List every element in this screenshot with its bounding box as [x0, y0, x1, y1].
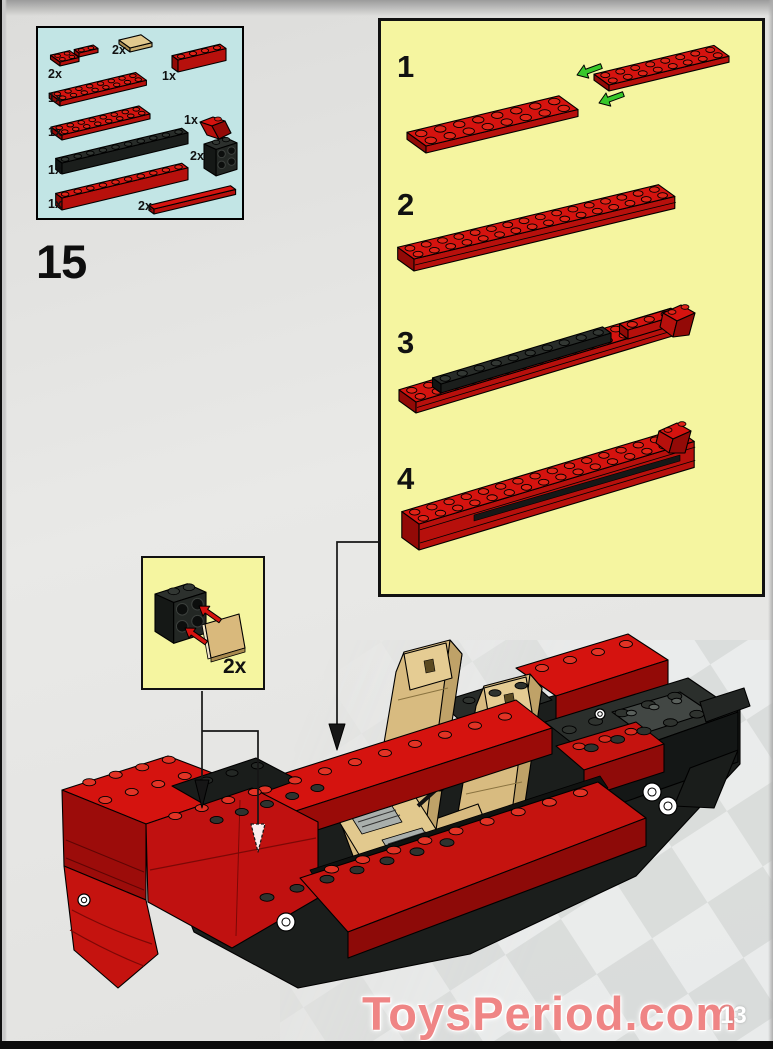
substep-1-label: 1	[397, 49, 415, 84]
black-brick-1x10-part	[55, 127, 189, 175]
part-qty-label: 1x	[48, 125, 62, 139]
substep-2-label: 2	[397, 187, 415, 222]
technic-pin-icons	[77, 708, 678, 932]
down-arrow-icon	[194, 779, 210, 809]
part-qty-label: 2x	[48, 67, 62, 81]
part-qty-label: 1x	[162, 69, 176, 83]
bracket-tile-callout-box: 2x	[141, 556, 265, 690]
step-number: 15	[36, 235, 87, 288]
part-qty-label: 1x	[48, 163, 62, 177]
part-qty-label: 1x	[48, 197, 62, 211]
part-qty-label: 2x	[112, 43, 126, 57]
step-2-illustration	[397, 184, 676, 272]
red-wedge-brick-part	[171, 43, 227, 73]
steps-illustration	[397, 44, 730, 551]
front-hood	[61, 755, 319, 989]
substep-4-label: 4	[397, 461, 415, 496]
part-qty-label: 2x	[138, 199, 152, 213]
callout-illustration	[154, 583, 246, 663]
dashed-down-arrow-icon	[250, 823, 266, 853]
assembly-steps-panel: 1 2 3 4	[378, 18, 765, 597]
step-1-illustration	[406, 44, 730, 154]
parts-illustration	[48, 34, 238, 215]
watermark: ToysPeriod.com	[362, 987, 739, 1040]
part-qty-label: 2x	[190, 149, 204, 163]
part-qty-label: 1x	[48, 91, 62, 105]
step-4-illustration	[401, 421, 696, 551]
car-studs	[82, 639, 705, 902]
substep-3-label: 3	[397, 325, 415, 360]
step-3-illustration	[398, 304, 696, 414]
callout-placement-connector	[194, 691, 210, 809]
black-bracket-part	[203, 136, 238, 177]
red-tile-1x8-part	[148, 185, 237, 215]
green-arrow-icon	[598, 91, 625, 107]
steps-placement-connector	[328, 541, 380, 751]
callout-placement-connector-alt	[202, 730, 266, 853]
red-slope-brick-part	[199, 116, 232, 140]
red-arrow-icon	[198, 605, 223, 624]
part-qty-label: 1x	[184, 113, 198, 127]
red-plate-2x8-part	[48, 71, 147, 107]
red-plate-2x8-part	[50, 105, 151, 141]
parts-inventory-box: 2x 2x 1x 1x 1x 1x 1x 2x 1x 2x	[36, 26, 244, 220]
page-number: 13	[720, 1002, 747, 1029]
down-arrow-icon	[328, 723, 346, 751]
green-arrow-icon	[576, 63, 603, 79]
tan-tile-part	[118, 34, 153, 53]
red-brick-1x10-part	[55, 162, 189, 211]
callout-qty-label: 2x	[223, 655, 247, 678]
red-corner-plate-part	[49, 44, 99, 67]
red-arrow-icon	[184, 627, 209, 646]
